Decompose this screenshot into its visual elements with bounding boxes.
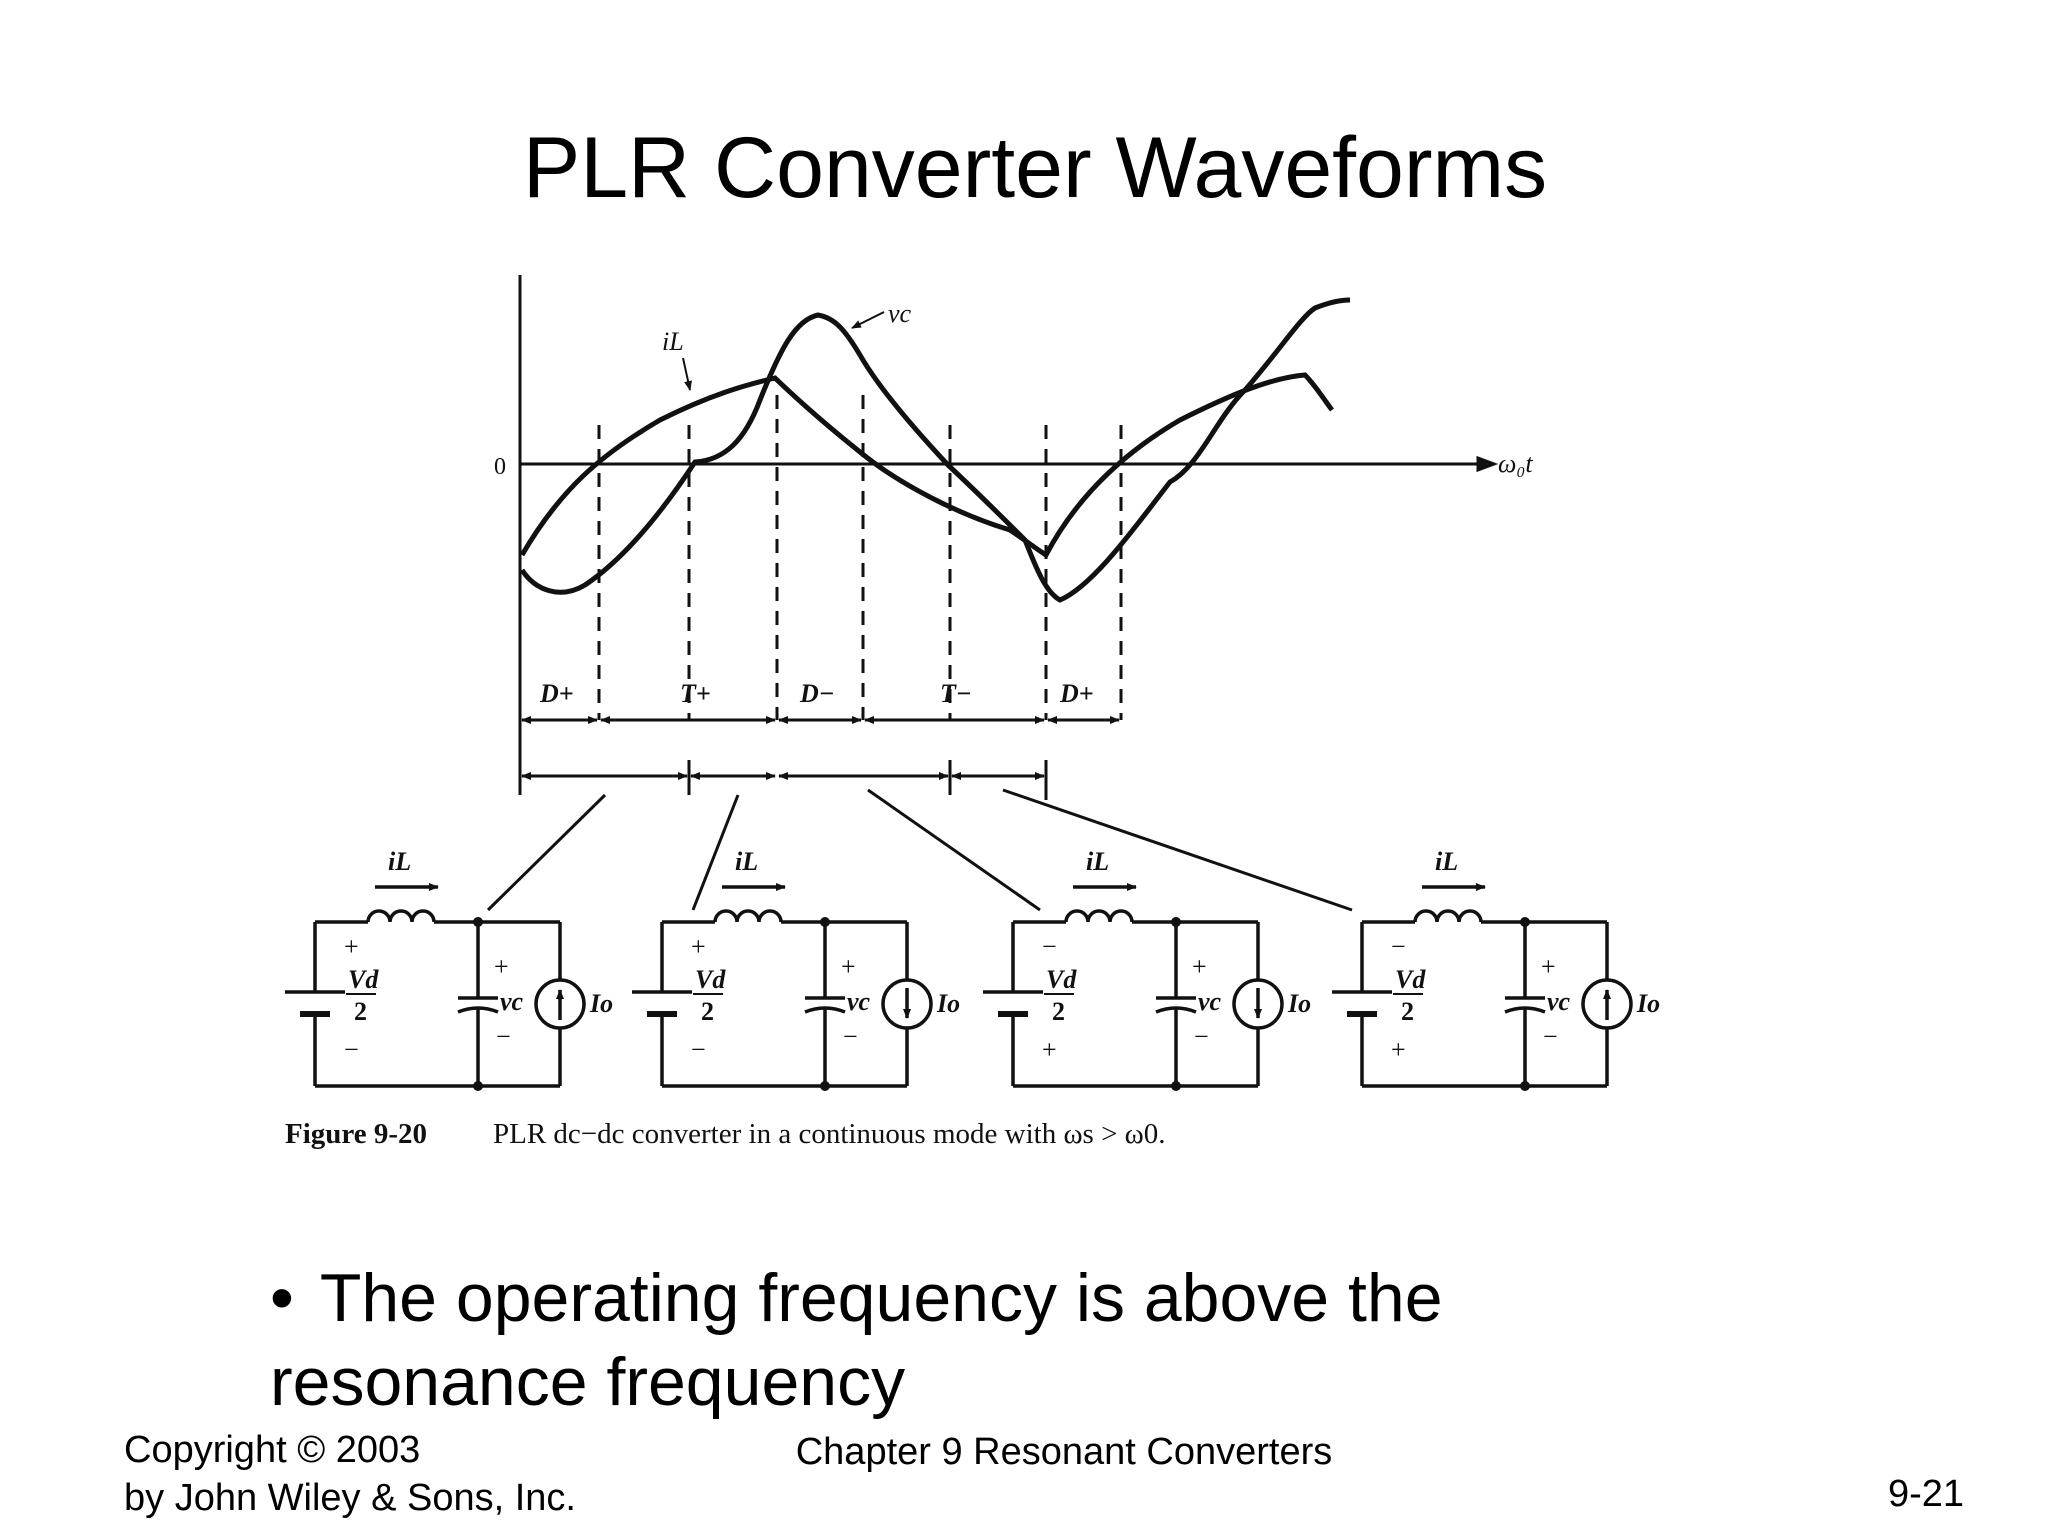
vc-top-polarity: + [494,952,509,981]
vc-top-polarity: + [841,952,856,981]
interval-label-t-plus: T+ [680,679,711,708]
il-waveform-label: iL [662,327,684,356]
interval-label-d-minus: D− [799,679,835,708]
interval-label-d-plus: D+ [539,679,574,708]
il-label: iL [1435,847,1458,876]
vd-label: Vd [348,965,379,994]
junction-dot [1171,917,1181,927]
vc-label: vc [1198,987,1222,1016]
vd-top-polarity: + [344,932,359,961]
inductor-current-waveform [519,372,1335,559]
junction-dot [1520,917,1530,927]
il-leader-line [682,357,692,391]
vd-top-polarity: − [1042,932,1057,961]
vd-denominator: 2 [1052,997,1065,1026]
leader-line [867,788,1041,912]
junction-dot [1520,1081,1530,1091]
inductor-symbol [1064,909,1134,923]
chapter-title: Chapter 9 Resonant Converters [795,1431,1333,1473]
interval-dimension-arrows [521,716,1120,800]
page-number: 9-21 [1888,1473,1965,1515]
il-label: iL [1086,847,1109,876]
capacitor-plate [1504,1006,1546,1014]
inductor-symbol [366,909,436,923]
waveform-label-vc: vc [851,299,912,329]
copyright-line-1: Copyright © 2003 [124,1429,421,1471]
vc-bottom-polarity: − [496,1022,511,1051]
current-source-circle [1581,978,1633,1030]
vd-bottom-polarity: + [1391,1035,1406,1064]
zero-label: 0 [494,454,506,480]
capacitor-voltage-waveform [519,297,1351,603]
vd-denominator: 2 [1401,997,1414,1026]
interval-labels: D+ T+ D− T− D+ [539,679,1094,708]
io-label: Io [589,989,613,1018]
vd-label: Vd [695,965,726,994]
circuit-2: iL + Vd 2 − + vc − Io [632,847,960,1091]
vc-bottom-polarity: − [1194,1022,1209,1051]
vd-top-polarity: + [691,932,706,961]
figure-caption-label: Figure 9-20 [285,1118,427,1150]
io-label: Io [1287,989,1311,1018]
vc-label: vc [500,987,524,1016]
vc-label: vc [1547,987,1571,1016]
vd-denominator: 2 [354,997,367,1026]
copyright-line-2: by John Wiley & Sons, Inc. [124,1477,576,1519]
copyright-notice: Copyright © 2003 by John Wiley & Sons, I… [124,1426,576,1522]
leader-line [1002,788,1353,912]
capacitor-plate [1155,1006,1197,1014]
circuit-4: iL − Vd 2 + + vc − Io [1332,847,1660,1091]
il-label: iL [735,847,758,876]
leader-line [691,794,740,911]
interval-label-d-plus-2: D+ [1059,679,1094,708]
vc-bottom-polarity: − [1543,1022,1558,1051]
bullet-dot: • [270,1260,294,1336]
current-source-circle [881,978,933,1030]
leader-line [486,793,607,912]
circuit-1: iL + Vd 2 − + vc − Io [285,847,613,1091]
vd-denominator: 2 [701,997,714,1026]
current-source-circle [534,978,586,1030]
vd-bottom-polarity: + [1042,1035,1057,1064]
time-axis-label: ω₀t [1498,449,1533,478]
bullet-text: The operating frequency is above the res… [270,1260,1443,1420]
vc-top-polarity: + [1192,952,1207,981]
junction-dot [820,917,830,927]
junction-dot [473,917,483,927]
figure-caption-text: PLR dc−dc converter in a continuous mode… [493,1118,1166,1150]
interval-dashed-lines [597,395,1123,720]
il-label: iL [388,847,411,876]
io-label: Io [1636,989,1660,1018]
vd-label: Vd [1046,965,1077,994]
current-source-circle [1232,978,1284,1030]
io-label: Io [936,989,960,1018]
vc-top-polarity: + [1541,952,1556,981]
vd-bottom-polarity: − [691,1035,706,1064]
vd-bottom-polarity: − [344,1035,359,1064]
vc-leader-line [851,311,885,329]
slide-title: PLR Converter Waveforms [522,120,1548,216]
vc-bottom-polarity: − [843,1022,858,1051]
capacitor-plate [457,1006,499,1014]
circuit-leader-lines [486,788,1353,912]
bullet-point: •The operating frequency is above the re… [270,1256,1770,1424]
waveform-label-il: iL [662,327,692,391]
vc-label: vc [847,987,871,1016]
junction-dot [473,1081,483,1091]
circuit-3: iL − Vd 2 + + vc − Io [983,847,1311,1091]
time-axis-arrowhead [1476,455,1499,473]
junction-dot [820,1081,830,1091]
capacitor-plate [804,1006,846,1014]
vc-waveform-label: vc [888,299,912,328]
vd-label: Vd [1395,965,1426,994]
inductor-symbol [713,909,783,923]
inductor-symbol [1413,909,1483,923]
junction-dot [1171,1081,1181,1091]
waveform-axes [518,275,1499,795]
vd-top-polarity: − [1391,932,1406,961]
interval-label-t-minus: T− [940,679,972,708]
